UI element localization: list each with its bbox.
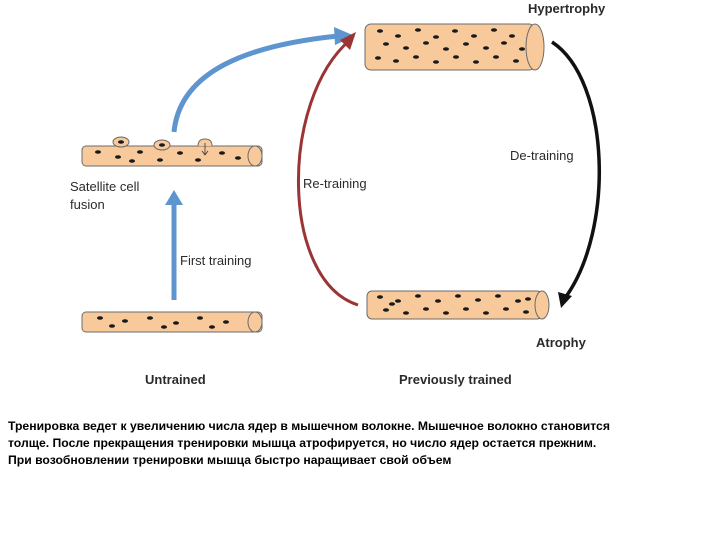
nuclei — [375, 28, 525, 64]
caption-line-3: При возобновлении тренировки мышца быстр… — [8, 453, 452, 467]
untrained-fiber — [81, 311, 263, 333]
re-training-arrow — [296, 32, 359, 307]
nuclei — [377, 294, 531, 315]
hypertrophy-fiber — [364, 23, 545, 71]
first-training-label: First training — [180, 253, 252, 268]
de-training-label: De-training — [510, 148, 574, 163]
satellite-fusion-fiber — [81, 136, 263, 167]
hypertrophy-growth-arrow — [171, 27, 355, 133]
caption-line-1: Тренировка ведет к увеличению числа ядер… — [8, 419, 610, 433]
caption: Тренировка ведет к увеличению числа ядер… — [8, 418, 713, 469]
atrophy-fiber — [366, 290, 550, 320]
previously-trained-label: Previously trained — [399, 372, 512, 387]
satellite-cell-label: Satellite cell fusion — [70, 178, 139, 214]
satellite-cell-label-line1: Satellite cell — [70, 179, 140, 194]
untrained-label: Untrained — [145, 372, 206, 387]
nuclei — [95, 150, 241, 163]
nuclei — [97, 316, 229, 329]
caption-line-2: толще. После прекращения тренировки мышц… — [8, 436, 597, 450]
re-training-label: Re-training — [303, 176, 367, 191]
satellite-cells — [112, 136, 213, 156]
de-training-arrow — [551, 40, 601, 308]
satellite-cell-label-line2: fusion — [70, 197, 105, 212]
atrophy-label: Atrophy — [536, 335, 586, 350]
first-training-arrow — [165, 190, 183, 300]
hypertrophy-label: Hypertrophy — [528, 1, 606, 16]
